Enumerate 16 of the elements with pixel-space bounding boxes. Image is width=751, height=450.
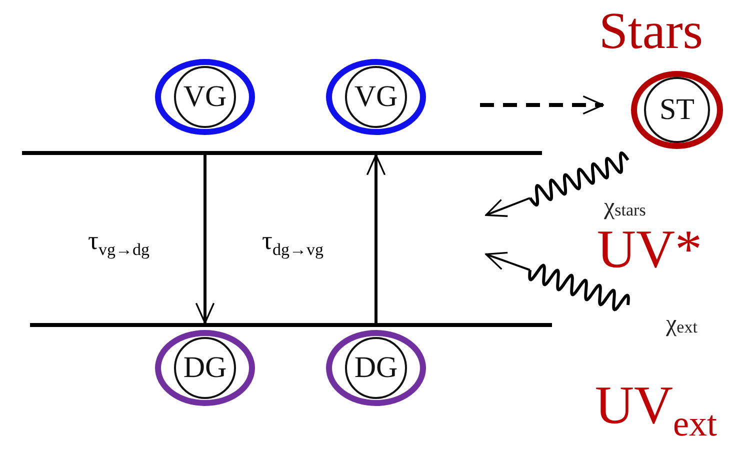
arrow: [195, 155, 215, 324]
ring-circle: [326, 59, 426, 135]
ring-circle: [631, 71, 723, 149]
arrow: [366, 154, 386, 323]
node-label: VG: [174, 66, 236, 128]
arrow: [480, 95, 604, 115]
ring-circle: [155, 330, 255, 406]
node-label: VG: [345, 66, 407, 128]
node-label: DG: [174, 337, 236, 399]
region-label: UV*: [597, 222, 702, 276]
group-title: Stars: [599, 6, 703, 58]
region-label: UV$_{ext}$: [595, 378, 717, 442]
node-label: ST: [644, 77, 710, 143]
ring-circle: [326, 330, 426, 406]
node-label: DG: [345, 337, 407, 399]
ring-circle: [155, 59, 255, 135]
